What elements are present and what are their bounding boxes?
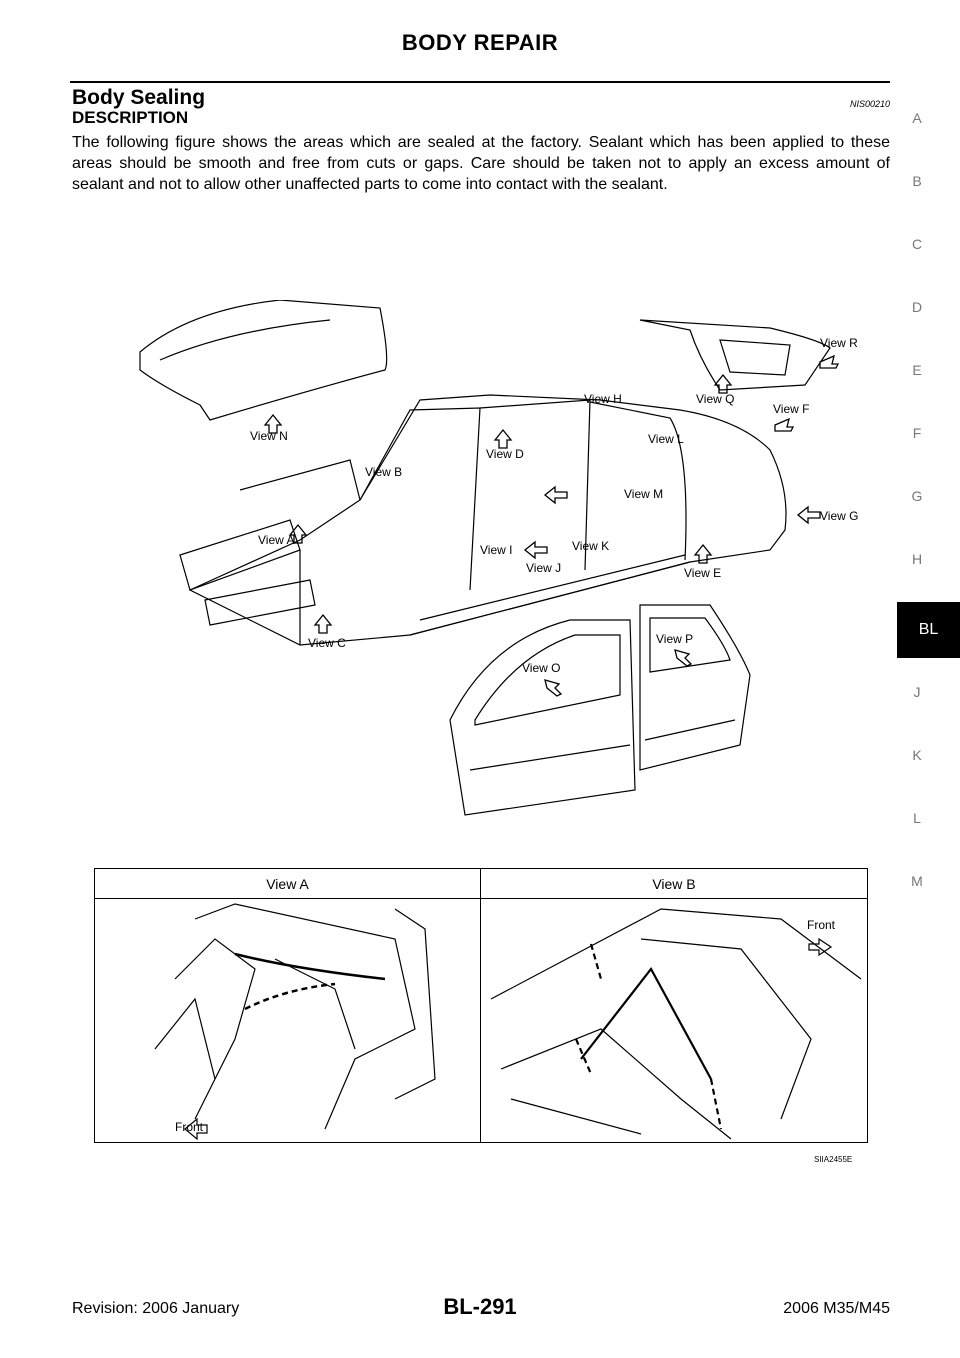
- label-view-m: View M: [624, 487, 663, 501]
- footer-revision: Revision: 2006 January: [72, 1300, 240, 1317]
- view-arrows: [263, 354, 840, 697]
- index-letter-c[interactable]: C: [911, 236, 923, 252]
- index-letter-k[interactable]: K: [912, 747, 922, 763]
- label-view-l: View L: [648, 432, 684, 446]
- column-label-view-b: View B: [652, 876, 696, 892]
- label-view-d: View D: [486, 447, 524, 461]
- label-view-e: View E: [684, 566, 721, 580]
- index-letter-h[interactable]: H: [911, 551, 923, 567]
- header-rule: [70, 81, 890, 83]
- index-letter-f[interactable]: F: [912, 425, 922, 441]
- label-view-n: View N: [250, 429, 288, 443]
- index-letter-bl-active[interactable]: BL: [897, 602, 960, 658]
- view-a-drawing: Front: [154, 903, 436, 1141]
- label-view-b: View B: [365, 465, 402, 479]
- label-view-c: View C: [308, 636, 346, 650]
- description-paragraph: The following figure shows the areas whi…: [72, 134, 890, 193]
- index-letter-m[interactable]: M: [911, 873, 923, 889]
- index-letter-a[interactable]: A: [912, 110, 922, 126]
- body-shell-drawing: [179, 394, 787, 646]
- index-letter-e[interactable]: E: [912, 362, 922, 378]
- section-subtitle: DESCRIPTION: [72, 108, 189, 127]
- index-letter-g[interactable]: G: [911, 488, 923, 504]
- section-code: NIS00210: [849, 99, 890, 109]
- figure-code: SIIA2455E: [814, 1155, 853, 1164]
- index-letter-l[interactable]: L: [913, 810, 921, 826]
- body-sealing-figure: View N View B View A View C View D View …: [139, 300, 858, 816]
- label-view-i: View I: [480, 543, 512, 557]
- label-view-q: View Q: [696, 392, 734, 406]
- trunk-lid-drawing: [639, 319, 831, 391]
- view-b-front-label: Front: [807, 918, 836, 932]
- column-divider: [480, 869, 481, 1142]
- label-view-g: View G: [820, 509, 858, 523]
- label-view-r: View R: [820, 336, 858, 350]
- view-b-drawing: Front: [490, 908, 862, 1140]
- label-view-h: View H: [584, 392, 622, 406]
- footer-page-number: BL-291: [443, 1294, 517, 1319]
- index-letter-d[interactable]: D: [911, 299, 923, 315]
- hood-drawing: [139, 300, 388, 421]
- doors-drawing: [449, 604, 751, 816]
- label-view-k: View K: [572, 539, 609, 553]
- footer-model: 2006 M35/M45: [783, 1300, 890, 1317]
- index-letter-b[interactable]: B: [912, 173, 922, 189]
- label-view-j: View J: [526, 561, 561, 575]
- column-label-view-a: View A: [266, 876, 309, 892]
- detail-views-table: View A View B Front Front: [94, 868, 868, 1143]
- section-title: Body Sealing: [72, 86, 206, 109]
- label-view-p: View P: [656, 632, 693, 646]
- page-header-title: BODY REPAIR: [401, 30, 559, 55]
- table-header-row: View A View B: [95, 869, 867, 899]
- label-view-a: View A: [258, 533, 294, 547]
- index-letter-j[interactable]: J: [913, 684, 921, 700]
- view-a-front-label: Front: [175, 1120, 204, 1134]
- label-view-f: View F: [773, 402, 809, 416]
- label-view-o: View O: [522, 661, 560, 675]
